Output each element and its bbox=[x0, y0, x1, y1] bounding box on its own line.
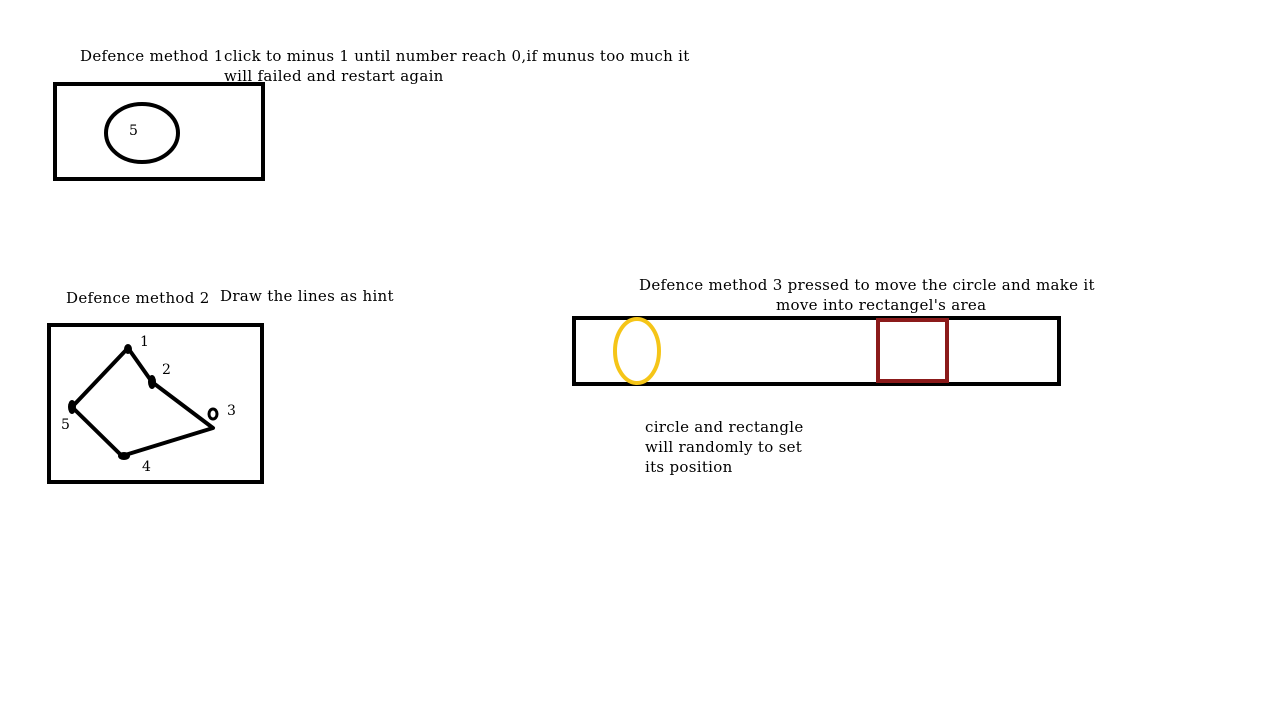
method2-label-5: 5 bbox=[61, 417, 70, 433]
method3-title-line1: Defence method 3 pressed to move the cir… bbox=[639, 276, 1095, 294]
method2-label-2: 2 bbox=[162, 362, 171, 378]
method1-title: Defence method 1 bbox=[80, 47, 224, 65]
method1-circle-number: 5 bbox=[129, 123, 138, 139]
method2-label-1: 1 bbox=[140, 334, 149, 350]
method2-point-2[interactable] bbox=[148, 375, 156, 389]
method2-hint-path bbox=[70, 346, 215, 458]
method2-label-3: 3 bbox=[227, 403, 236, 419]
method1-description-line2: will failed and restart again bbox=[224, 67, 444, 85]
method2-point-4[interactable] bbox=[118, 452, 130, 460]
method2-point-3[interactable] bbox=[207, 407, 219, 421]
method1-number-circle[interactable] bbox=[104, 102, 180, 164]
method1-box bbox=[53, 82, 265, 181]
method3-track bbox=[572, 316, 1061, 386]
method2-point-1[interactable] bbox=[124, 344, 132, 354]
method3-note-line1: circle and rectangle bbox=[645, 418, 804, 436]
method3-title-line2: move into rectangel's area bbox=[776, 296, 987, 314]
method2-label-4: 4 bbox=[142, 459, 151, 475]
method3-note-line2: will randomly to set bbox=[645, 438, 803, 456]
method2-point-5[interactable] bbox=[68, 400, 76, 414]
method1-description-line1: click to minus 1 until number reach 0,if… bbox=[224, 47, 690, 65]
method3-moving-circle[interactable] bbox=[613, 317, 661, 385]
method3-target-rectangle bbox=[876, 318, 949, 383]
method2-box bbox=[47, 323, 264, 484]
method2-title: Defence method 2 bbox=[66, 289, 210, 307]
method2-description: Draw the lines as hint bbox=[220, 287, 394, 305]
method3-note-line3: its position bbox=[645, 458, 733, 476]
